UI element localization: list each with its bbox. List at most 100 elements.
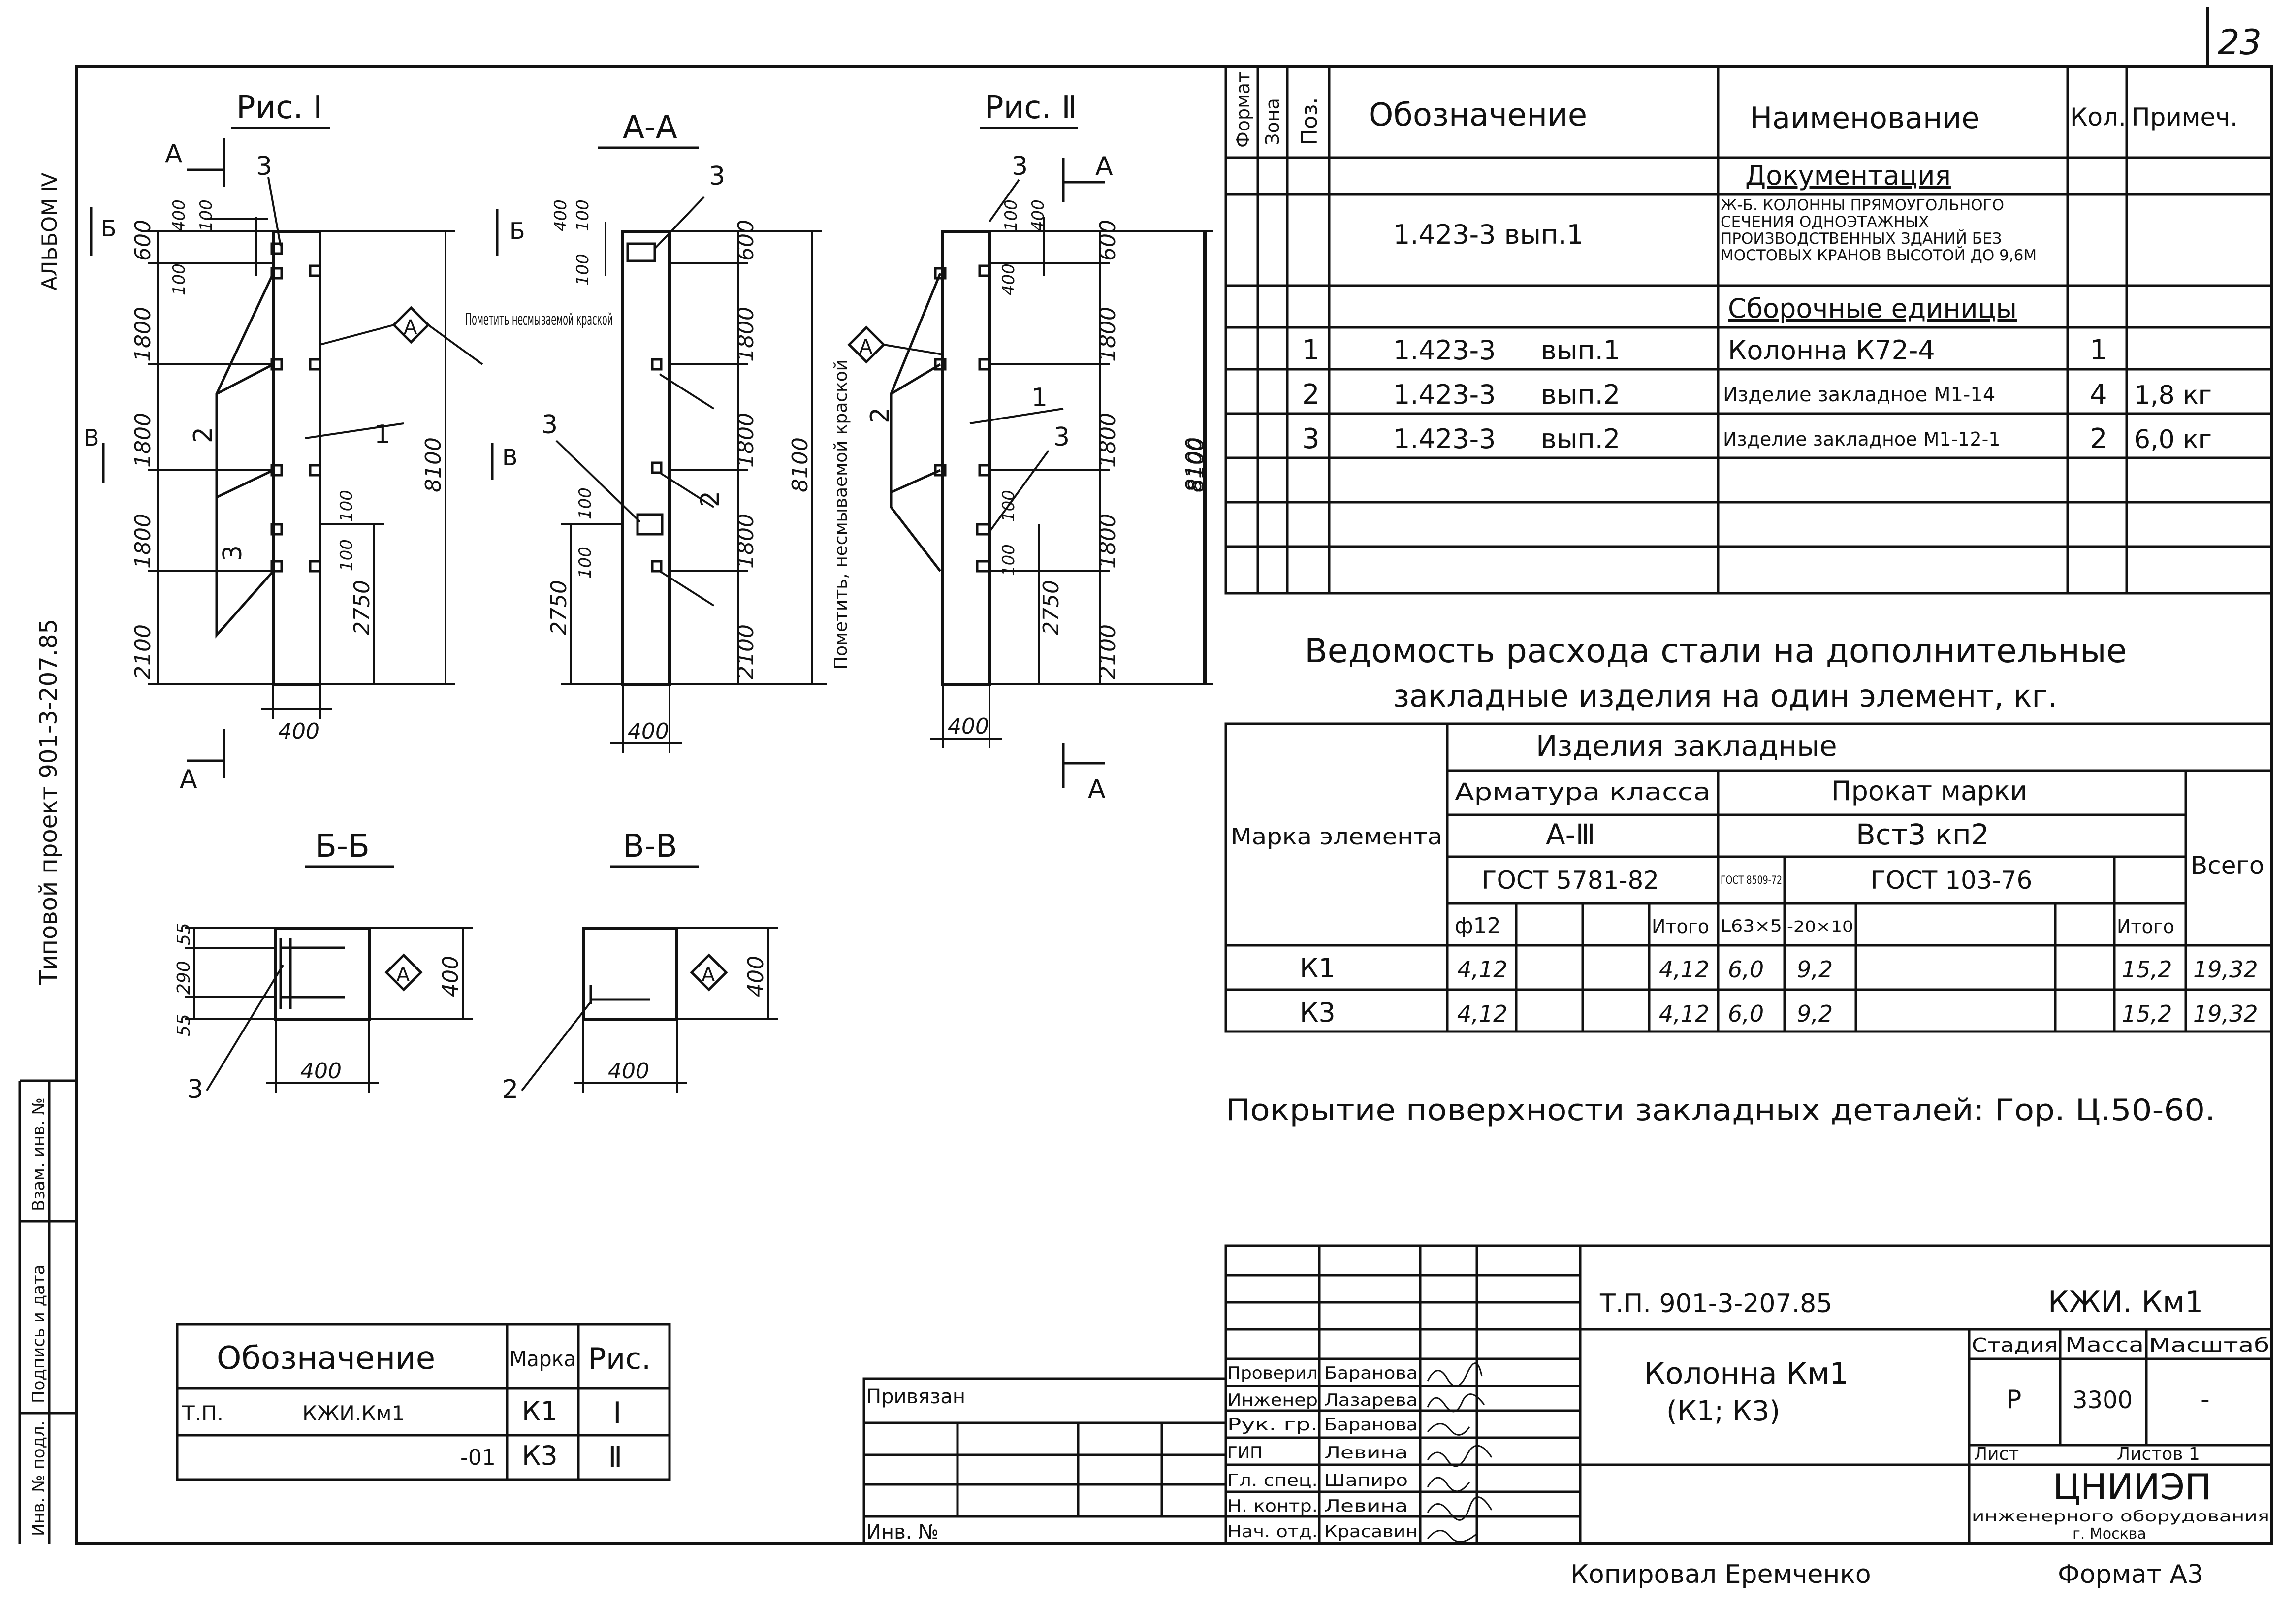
aa-dim-600: 600 <box>733 220 759 261</box>
spec-side-dim-8100: 8100 <box>1181 437 1207 492</box>
steel-table: Ведомость расхода стали на дополнительны… <box>1224 632 2273 1033</box>
steel-h-mark: Марка элемента <box>1231 823 1442 850</box>
steel-h-group: Изделия закладные <box>1536 729 1837 763</box>
binding-block: Привязан Инв. № <box>862 1377 1227 1545</box>
aa-note-mark: Пометить, несмываемой краской <box>831 359 851 670</box>
title-block: Т.П. 901-3-207.85 КЖИ. Км1 Колонна Км1 (… <box>1224 1244 2273 1545</box>
tb-signer1-role: Проверил <box>1227 1363 1318 1383</box>
fig2-dim-600: 600 <box>1095 220 1120 261</box>
fig2-cut-a-bottom: А <box>1088 774 1106 804</box>
fig2-dim-1800c: 1800 <box>1095 514 1120 569</box>
tb-signer2-role: Инженер <box>1227 1390 1318 1410</box>
fig1-dim-100b: 100 <box>169 263 189 295</box>
spec-row3-issue: вып.2 <box>1541 423 1620 454</box>
marks-row2-mark: К3 <box>522 1440 558 1471</box>
vv-dim-400-bottom: 400 <box>608 1059 649 1084</box>
fig2-dim-100c: 100 <box>999 544 1019 576</box>
tb-signers: Проверил Баранова Инженер Лазарева Рук. … <box>1227 1363 1418 1542</box>
tb-code: Т.П. 901-3-207.85 <box>1599 1289 1832 1319</box>
aa-dim-100a: 100 <box>573 199 593 231</box>
spec-table: Формат Зона Поз. Обозначение Наименовани… <box>1181 65 2273 684</box>
tb-org: ЦНИИЭП <box>2053 1466 2211 1508</box>
tb-signer5-role: Гл. спец. <box>1227 1471 1318 1490</box>
spec-row2-issue: вып.2 <box>1541 379 1620 410</box>
fig2-dim-1800a: 1800 <box>1095 307 1120 362</box>
aa-pos3-top: 3 <box>709 161 725 191</box>
project-label: Типовой проект 901-3-207.85 <box>35 619 63 985</box>
sheet-number: 23 <box>2218 22 2262 63</box>
spec-h-format: Формат <box>1232 72 1254 148</box>
section-vv: В-В А 400 400 2 <box>502 828 778 1104</box>
steel-h-rebar-gost: ГОСТ 5781-82 <box>1482 866 1659 895</box>
spec-row2-qty: 4 <box>2090 379 2107 411</box>
side-strip: АЛЬБОМ Ⅳ Типовой проект 901-3-207.85 Инв… <box>18 172 76 1544</box>
steel-row1-strip: 9,2 <box>1797 956 1833 983</box>
fig1-pos1: 1 <box>374 420 390 450</box>
fig1-cut-b: Б <box>101 215 117 242</box>
side-label-inv: Инв. № подл. <box>29 1420 49 1536</box>
aa-dim-2100: 2100 <box>733 624 759 679</box>
steel-row1-mark: К1 <box>1300 953 1336 984</box>
spec-row1-pos: 1 <box>1302 334 1320 366</box>
spec-row2-name: Изделие закладное М1-14 <box>1723 384 1995 406</box>
fig2-title: Рис. Ⅱ <box>985 90 1077 126</box>
spec-row1-qty: 1 <box>2090 334 2107 366</box>
spec-row1-designation: 1.423-3 <box>1393 335 1496 366</box>
steel-title-line1: Ведомость расхода стали на дополнительны… <box>1305 632 2127 671</box>
steel-row2-itogo2: 15,2 <box>2122 1000 2172 1027</box>
steel-h-gost-103: ГОСТ 103-76 <box>1871 866 2032 895</box>
steel-h-angle: L63×5 <box>1721 916 1782 936</box>
figure-2: Рис. Ⅱ 2 1 3 3 <box>847 90 1213 804</box>
steel-h-itogo2: Итого <box>2117 916 2174 937</box>
aa-dim-400a: 400 <box>551 199 571 231</box>
fig1-callout-a: А <box>404 316 417 339</box>
fig1-cut-a-top: А <box>165 139 183 169</box>
steel-h-rolled: Прокат марки <box>1831 775 2027 806</box>
steel-h-rolled-grade: Вст3 кп2 <box>1856 818 1989 851</box>
marks-h-fig: Рис. <box>588 1342 651 1376</box>
tb-mass: 3300 <box>2073 1386 2133 1414</box>
spec-row2-pos: 2 <box>1302 379 1320 411</box>
bb-dim-400-bottom: 400 <box>300 1059 342 1084</box>
steel-row2-total: 19,32 <box>2193 1000 2258 1027</box>
marks-h-designation: Обозначение <box>217 1340 435 1377</box>
steel-h-rebar: Арматура класса <box>1455 778 1711 806</box>
tb-signer7-role: Нач. отд. <box>1227 1522 1318 1542</box>
bb-dim-55a: 55 <box>174 923 194 945</box>
tb-mass-h: Масса <box>2065 1334 2144 1356</box>
tb-signer4-name: Левина <box>1324 1443 1408 1463</box>
fig1-pos3-top: 3 <box>256 152 272 181</box>
aa-dim-2750: 2750 <box>546 580 572 635</box>
fig2-pos3-bottom: 3 <box>1053 422 1070 452</box>
spec-doc-designation: 1.423-3 вып.1 <box>1393 219 1584 250</box>
format-label: Формат А3 <box>2058 1560 2203 1589</box>
steel-row2-mark: К3 <box>1300 997 1336 1028</box>
steel-row2-angle: 6,0 <box>1728 1000 1764 1027</box>
fig2-dim-1800b: 1800 <box>1095 413 1120 468</box>
steel-row1-d12: 4,12 <box>1457 956 1507 983</box>
marks-row1-designation: Т.П. КЖИ.Км1 <box>182 1401 405 1425</box>
fig1-dim-400-bottom: 400 <box>278 719 319 744</box>
fig1-pos2: 2 <box>189 427 218 443</box>
figure-1: Рис. Ⅰ <box>84 90 613 794</box>
steel-row2-strip: 9,2 <box>1797 1000 1833 1027</box>
steel-row1-itogo1: 4,12 <box>1659 956 1709 983</box>
album-label: АЛЬБОМ Ⅳ <box>37 172 62 290</box>
aa-dim-100c: 100 <box>575 487 595 519</box>
binding-label: Привязан <box>866 1385 965 1408</box>
copied-by: Копировал Еремченко <box>1570 1560 1871 1589</box>
fig2-dim-8100: 8100 <box>1184 437 1209 492</box>
tb-signer5-name: Шапиро <box>1324 1471 1408 1490</box>
tb-signer2-name: Лазарева <box>1324 1390 1418 1410</box>
bb-dim-55b: 55 <box>174 1014 194 1036</box>
tb-sheets-h: Листов 1 <box>2117 1444 2200 1464</box>
spec-h-designation: Обозначение <box>1369 97 1587 133</box>
spec-h-pos: Поз. <box>1297 97 1322 145</box>
fig1-dim-400a: 400 <box>169 199 189 231</box>
tb-signer1-name: Баранова <box>1324 1363 1418 1383</box>
aa-dim-1800c: 1800 <box>733 514 759 569</box>
fig1-dim-600: 600 <box>130 220 156 261</box>
fig1-dim-2750: 2750 <box>350 580 375 635</box>
steel-h-rebar-class: А-Ⅲ <box>1546 818 1595 851</box>
